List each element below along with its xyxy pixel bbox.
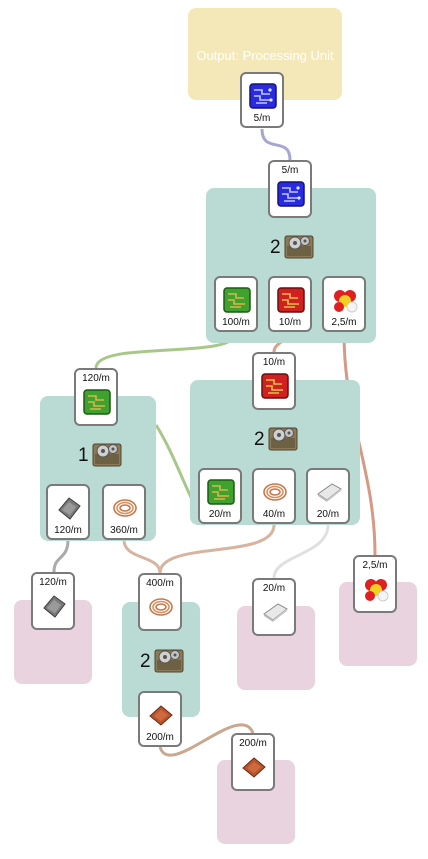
output-rate: 360/m [110, 525, 138, 536]
input-rate: 5/m [281, 165, 299, 176]
copper-cable-icon [149, 598, 173, 616]
electronic-circuit-icon [207, 479, 235, 505]
sulfuric-acid-source-node[interactable]: 2,5/m [353, 555, 397, 613]
copper-plate-output-node[interactable]: 200/m [138, 691, 182, 747]
assembling-machine-icon [284, 235, 314, 259]
link-iron-plate [52, 539, 70, 573]
output-rate: 100/m [222, 317, 250, 328]
advanced-circuit-icon [277, 287, 305, 313]
iron-plate-icon [58, 497, 81, 520]
sulfuric-acid-icon [334, 290, 358, 313]
plastic-bar-output-node[interactable]: 20/m [306, 468, 350, 524]
plastic-bar-icon [317, 483, 342, 502]
output-rate: 120/m [54, 525, 82, 536]
output-rate: 200/m [146, 732, 174, 743]
output-rate: 2,5/m [331, 317, 357, 328]
source-rate: 20/m [262, 583, 286, 594]
assembling-machine-icon [268, 427, 298, 451]
machine-count: 2 [140, 651, 151, 672]
source-rate: 200/m [239, 738, 267, 749]
electronic-circuit-input-node[interactable]: 120/m [74, 368, 118, 426]
processing-unit-output-node[interactable]: 5/m [240, 72, 284, 128]
copper-cable-icon [263, 483, 287, 501]
link-copper-cable-left [122, 539, 162, 574]
output-rate: 5/m [253, 113, 271, 124]
output-rate: 10/m [278, 317, 302, 328]
sulfuric-acid-icon [365, 579, 389, 602]
electronic-circuit-output-node[interactable]: 100/m [214, 276, 258, 332]
assembling-machine-icon [154, 649, 184, 673]
plastic-bar-source-node[interactable]: 20/m [252, 578, 296, 636]
output-rate: 20/m [316, 509, 340, 520]
link-processing-unit [260, 128, 292, 161]
input-rate: 120/m [82, 373, 110, 384]
advanced-circuit-output-node[interactable]: 10/m [268, 276, 312, 332]
link-copper-plate [158, 723, 255, 757]
sulfuric-acid-output-node[interactable]: 2,5/m [322, 276, 366, 332]
copper-plate-icon [242, 757, 266, 778]
input-rate: 10/m [262, 357, 286, 368]
machine-count: 2 [270, 237, 281, 258]
input-rate: 400/m [146, 578, 174, 589]
processing-unit-icon [277, 181, 305, 207]
advanced-circuit-icon [261, 373, 289, 399]
output-rate: 40/m [262, 509, 286, 520]
electronic-circuit-output-node[interactable]: 20/m [198, 468, 242, 524]
copper-plate-icon [149, 705, 173, 726]
electronic-circuit-icon [223, 287, 251, 313]
output-title: Output: Processing Unit [196, 48, 334, 63]
iron-plate-source-node[interactable]: 120/m [31, 572, 75, 630]
processing-unit-icon [249, 83, 277, 109]
machine-count: 2 [254, 429, 265, 450]
assembling-machine-icon [92, 443, 122, 467]
source-rate: 120/m [39, 577, 67, 588]
iron-plate-icon [43, 595, 66, 618]
iron-plate-output-node[interactable]: 120/m [46, 484, 90, 540]
electronic-circuit-icon [83, 389, 111, 415]
copper-cable-icon [113, 499, 137, 517]
plastic-bar-icon [263, 603, 288, 622]
copper-cable-output-node[interactable]: 360/m [102, 484, 146, 540]
copper-plate-source-node[interactable]: 200/m [231, 733, 275, 791]
processing-unit-input-node[interactable]: 5/m [268, 160, 312, 218]
output-rate: 20/m [208, 509, 232, 520]
advanced-circuit-input-node[interactable]: 10/m [252, 352, 296, 410]
source-rate: 2,5/m [362, 560, 388, 571]
link-plastic-bar [272, 524, 330, 579]
machine-count: 1 [78, 445, 89, 466]
copper-cable-input-node[interactable]: 400/m [138, 573, 182, 631]
copper-cable-output-node[interactable]: 40/m [252, 468, 296, 524]
link-copper-cable-right [158, 524, 276, 574]
